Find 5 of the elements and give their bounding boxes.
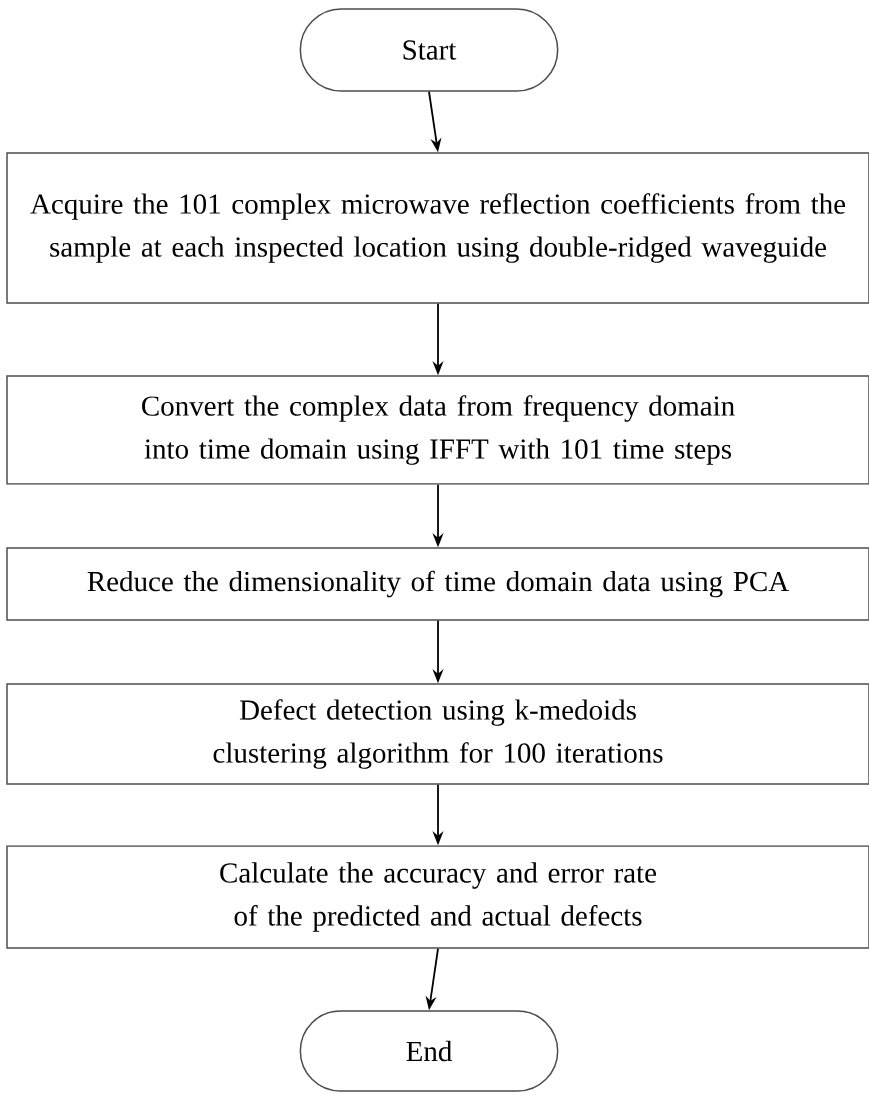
process-box: Calculate the accuracy and error rate of the predicted and actual defects xyxy=(6,845,869,949)
process-box: Acquire the 101 complex microwave reflection coefficients from the sample at each inspected location using double-ridged waveguide xyxy=(6,152,869,304)
process-box: Convert the complex data from frequency domain into time domain using IFFT with 101 time steps xyxy=(6,375,869,485)
process-box: Defect detection using k-medoids clustering algorithm for 100 iterations xyxy=(6,683,869,785)
process-box: Reduce the dimensionality of time domain data using PCA xyxy=(6,547,869,621)
